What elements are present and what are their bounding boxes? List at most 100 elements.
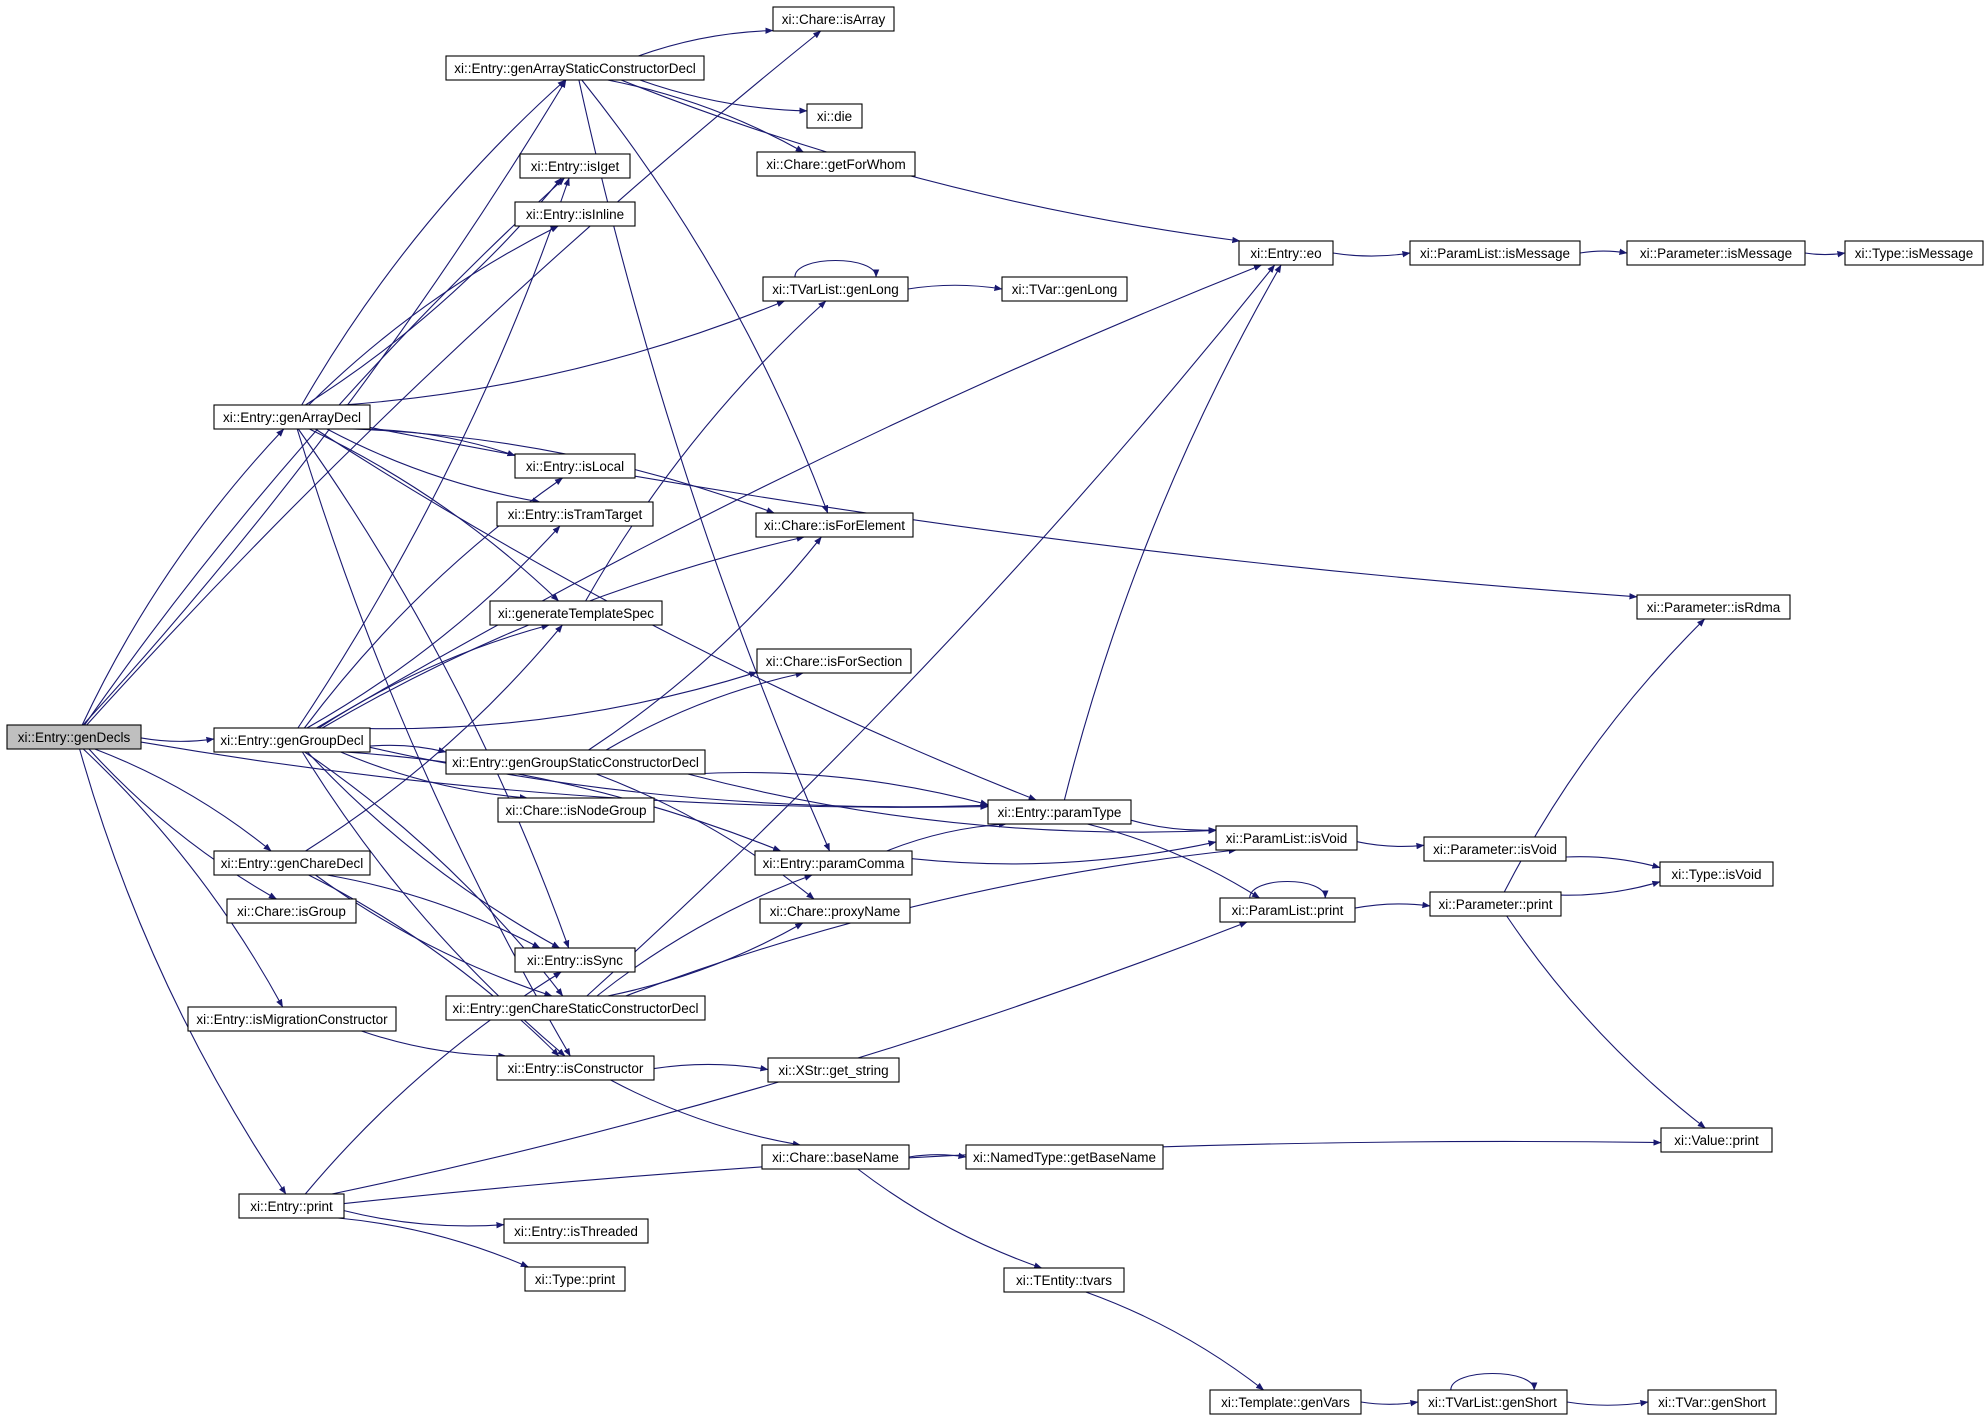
node-box xyxy=(1423,836,1567,862)
node-tvlGenShort[interactable]: xi::TVarList::genShort xyxy=(1417,1389,1568,1415)
edge-paramType-to-plPrint xyxy=(1087,823,1260,899)
node-genChareDecl[interactable]: xi::Entry::genChareDecl xyxy=(213,850,371,876)
node-box xyxy=(1844,240,1984,266)
edge-genGroupStaticConstructorDecl-to-paramType xyxy=(691,771,989,806)
edge-genChareDecl-to-isConstructor xyxy=(308,874,560,1057)
node-parIsVoid[interactable]: xi::Parameter::isVoid xyxy=(1423,836,1567,862)
node-valuePrint[interactable]: xi::Value::print xyxy=(1660,1127,1773,1153)
node-typePrint[interactable]: xi::Type::print xyxy=(524,1266,626,1292)
edge-genDecls-to-paramType xyxy=(140,741,989,810)
node-label: xi::Entry::paramComma xyxy=(763,856,905,871)
node-typeIsVoid[interactable]: xi::Type::isVoid xyxy=(1659,861,1774,887)
edge-genArrayDecl-to-isSync xyxy=(297,428,570,949)
node-box xyxy=(1636,594,1791,620)
node-label: xi::Chare::proxyName xyxy=(770,904,901,919)
node-isConstructor[interactable]: xi::Entry::isConstructor xyxy=(496,1055,655,1081)
node-isForElement[interactable]: xi::Chare::isForElement xyxy=(755,512,914,538)
node-genArrayDecl[interactable]: xi::Entry::genArrayDecl xyxy=(213,404,371,430)
node-label: xi::Value::print xyxy=(1674,1133,1759,1148)
edge-eo-to-plIsMessage xyxy=(1332,251,1411,258)
node-box xyxy=(1003,1267,1125,1293)
node-box xyxy=(445,995,706,1021)
node-label: xi::Entry::genArrayDecl xyxy=(223,410,361,425)
edge-genArrayDecl-to-paramType xyxy=(315,428,1037,801)
node-isForSection[interactable]: xi::Chare::isForSection xyxy=(756,648,912,674)
node-label: xi::Chare::isNodeGroup xyxy=(505,803,646,818)
edge-genGroupDecl-to-paramComma xyxy=(344,751,782,852)
edge-genArrayDecl-to-generateTemplateSpec xyxy=(309,428,559,602)
node-genGroupStaticConstructorDecl[interactable]: xi::Entry::genGroupStaticConstructorDecl xyxy=(445,749,706,775)
node-box xyxy=(1238,240,1334,266)
edge-genGroupStaticConstructorDecl-to-proxyName xyxy=(596,773,815,900)
node-tvGenShort[interactable]: xi::TVar::genShort xyxy=(1647,1389,1777,1415)
node-getBaseName[interactable]: xi::NamedType::getBaseName xyxy=(965,1144,1164,1170)
node-isInline[interactable]: xi::Entry::isInline xyxy=(514,201,636,227)
node-label: xi::NamedType::getBaseName xyxy=(973,1150,1156,1165)
node-eo[interactable]: xi::Entry::eo xyxy=(1238,240,1334,266)
node-box xyxy=(1659,861,1774,887)
node-plIsVoid[interactable]: xi::ParamList::isVoid xyxy=(1215,825,1358,851)
node-typeIsMessage[interactable]: xi::Type::isMessage xyxy=(1844,240,1984,266)
node-label: xi::ParamList::print xyxy=(1232,903,1344,918)
edge-genArrayStaticConstructorDecl-to-paramComma xyxy=(578,79,831,852)
node-genVars[interactable]: xi::Template::genVars xyxy=(1209,1389,1362,1415)
node-isArray[interactable]: xi::Chare::isArray xyxy=(772,6,895,32)
node-box xyxy=(1001,276,1128,302)
node-proxyName[interactable]: xi::Chare::proxyName xyxy=(759,898,911,924)
edge-genVars-to-tvlGenShort xyxy=(1360,1400,1419,1407)
node-isNodeGroup[interactable]: xi::Chare::isNodeGroup xyxy=(497,797,655,823)
node-box xyxy=(213,850,371,876)
edge-genChareStaticConstructorDecl-to-plIsVoid xyxy=(625,847,1237,997)
node-label: xi::ParamList::isVoid xyxy=(1226,831,1348,846)
node-isLocal[interactable]: xi::Entry::isLocal xyxy=(514,453,636,479)
edge-genGroupDecl-to-isForElement xyxy=(322,535,805,729)
node-isRdma[interactable]: xi::Parameter::isRdma xyxy=(1636,594,1791,620)
node-box xyxy=(1429,891,1562,917)
node-baseName[interactable]: xi::Chare::baseName xyxy=(761,1144,910,1170)
node-genArrayStaticConstructorDecl[interactable]: xi::Entry::genArrayStaticConstructorDecl xyxy=(445,55,705,81)
node-tvlGenLong[interactable]: xi::TVarList::genLong xyxy=(762,276,909,302)
node-label: xi::TEntity::tvars xyxy=(1016,1273,1112,1288)
edge-paramType-to-eo xyxy=(1063,264,1282,801)
node-box xyxy=(496,501,654,527)
node-box xyxy=(1626,240,1806,266)
node-getForWhom[interactable]: xi::Chare::getForWhom xyxy=(756,151,916,177)
node-box xyxy=(445,55,705,81)
node-generateTemplateSpec[interactable]: xi::generateTemplateSpec xyxy=(489,600,663,626)
node-isIget[interactable]: xi::Entry::isIget xyxy=(519,153,631,179)
edge-genArrayDecl-to-isInline xyxy=(308,225,559,406)
node-plPrint[interactable]: xi::ParamList::print xyxy=(1219,897,1356,923)
node-isMigrationConstructor[interactable]: xi::Entry::isMigrationConstructor xyxy=(187,1006,397,1032)
node-genDecls[interactable]: xi::Entry::genDecls xyxy=(6,724,142,750)
node-parPrint[interactable]: xi::Parameter::print xyxy=(1429,891,1562,917)
node-box xyxy=(767,1057,900,1083)
node-getString[interactable]: xi::XStr::get_string xyxy=(767,1057,900,1083)
node-isSync[interactable]: xi::Entry::isSync xyxy=(514,947,636,973)
node-tvars[interactable]: xi::TEntity::tvars xyxy=(1003,1267,1125,1293)
node-isGroup[interactable]: xi::Chare::isGroup xyxy=(226,898,357,924)
node-genGroupDecl[interactable]: xi::Entry::genGroupDecl xyxy=(213,727,371,753)
edge-genChareStaticConstructorDecl-to-paramComma xyxy=(596,874,813,997)
edge-genDecls-to-isGroup xyxy=(88,748,277,900)
node-plIsMessage[interactable]: xi::ParamList::isMessage xyxy=(1409,240,1581,266)
edge-genDecls-to-genArrayDecl xyxy=(81,428,285,726)
node-entryPrint[interactable]: xi::Entry::print xyxy=(238,1193,345,1219)
node-box xyxy=(445,749,706,775)
node-label: xi::Parameter::print xyxy=(1438,897,1552,912)
node-label: xi::Entry::paramType xyxy=(998,805,1122,820)
node-isTramTarget[interactable]: xi::Entry::isTramTarget xyxy=(496,501,654,527)
edge-plPrint-to-plPrint xyxy=(1249,881,1329,899)
edge-plIsMessage-to-parIsMessage xyxy=(1579,248,1628,255)
node-isThreaded[interactable]: xi::Entry::isThreaded xyxy=(503,1218,649,1244)
edge-genDecls-to-entryPrint xyxy=(79,748,287,1195)
node-genChareStaticConstructorDecl[interactable]: xi::Entry::genChareStaticConstructorDecl xyxy=(445,995,706,1021)
node-label: xi::Entry::isLocal xyxy=(526,459,624,474)
node-label: xi::Entry::print xyxy=(250,1199,333,1214)
node-paramType[interactable]: xi::Entry::paramType xyxy=(987,799,1132,825)
node-die[interactable]: xi::die xyxy=(806,103,863,129)
node-tvGenLong[interactable]: xi::TVar::genLong xyxy=(1001,276,1128,302)
node-paramComma[interactable]: xi::Entry::paramComma xyxy=(754,850,913,876)
node-box xyxy=(238,1193,345,1219)
node-label: xi::TVar::genLong xyxy=(1012,282,1118,297)
node-parIsMessage[interactable]: xi::Parameter::isMessage xyxy=(1626,240,1806,266)
